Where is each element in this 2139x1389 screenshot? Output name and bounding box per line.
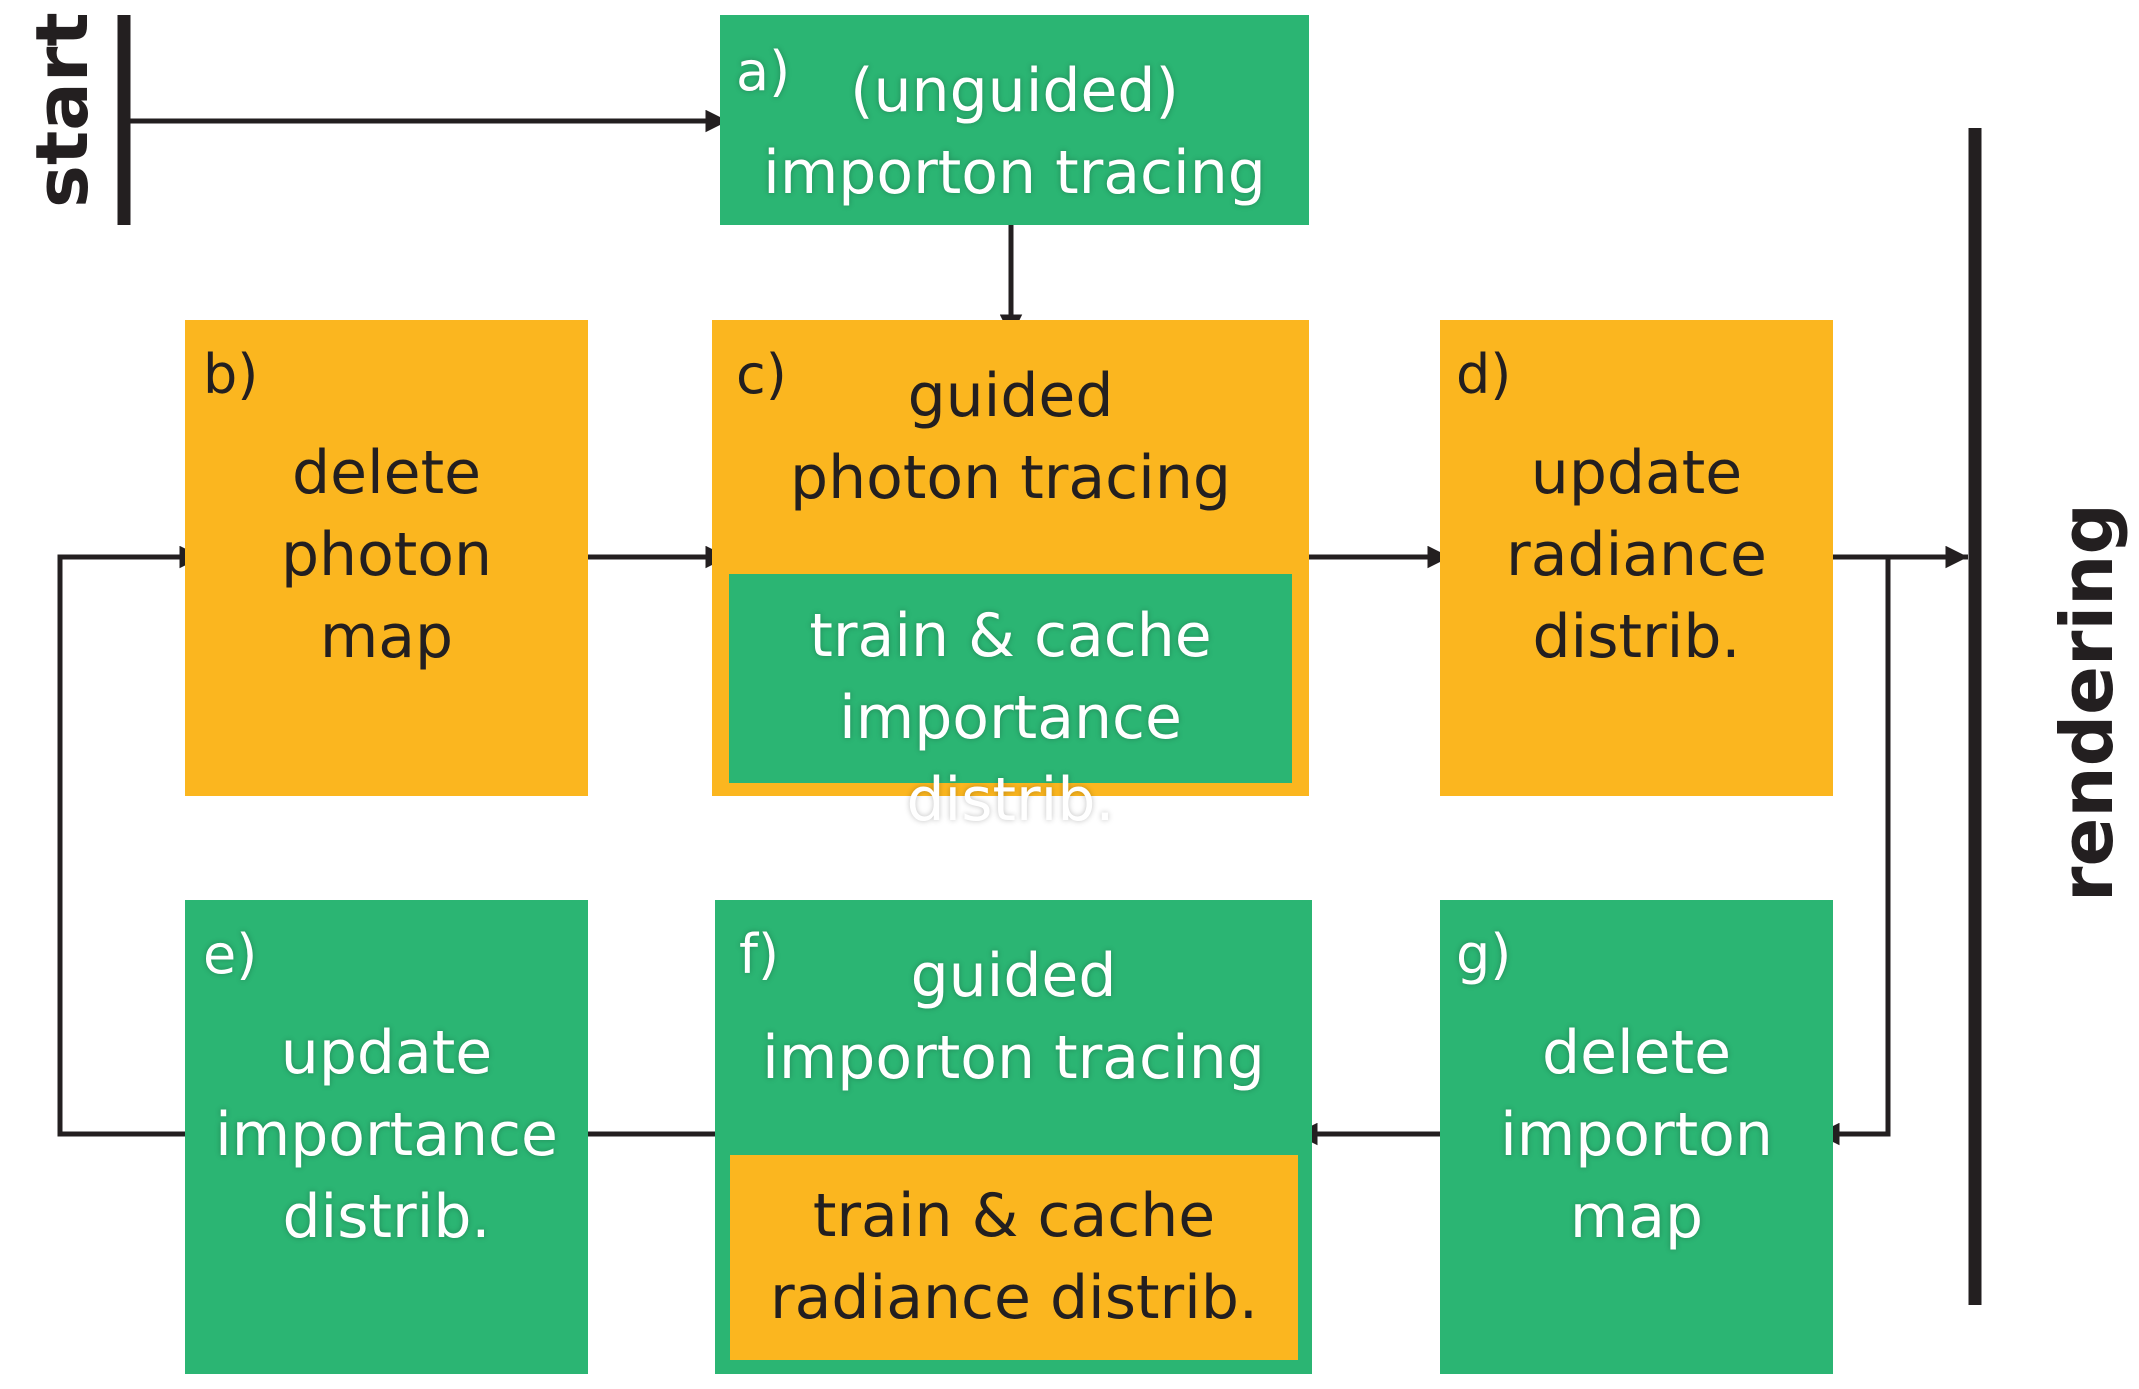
box-e-line-2: importance: [215, 1100, 558, 1170]
box-e-tag: e): [203, 923, 258, 986]
start-label: start: [20, 12, 104, 208]
box-c-inner-train-cache: train & cache importance distrib.: [729, 574, 1292, 835]
box-b-delete-photon-map: b) delete photon map: [185, 320, 588, 796]
box-f-line-1: guided: [910, 941, 1117, 1011]
box-d-line-3: distrib.: [1532, 602, 1741, 672]
box-a-unguided-importon-tracing: a) (unguided) importon tracing: [720, 15, 1309, 225]
box-f-text: guided importon tracing: [715, 935, 1312, 1099]
box-d-update-radiance-distrib: d) update radiance distrib.: [1440, 320, 1833, 796]
box-f-line-2: importon tracing: [762, 1023, 1265, 1093]
rendering-label: rendering: [2045, 503, 2129, 902]
box-c-guided-photon-tracing: c) guided photon tracing train & cache i…: [712, 320, 1309, 835]
box-c-line-2: photon tracing: [790, 443, 1231, 513]
box-c-tag: c): [736, 343, 787, 406]
box-e-update-importance-distrib: e) update importance distrib.: [185, 900, 588, 1374]
box-g-delete-importon-map: g) delete importon map: [1440, 900, 1833, 1374]
box-b-tag: b): [203, 343, 259, 406]
box-c-inner-line-2: importance distrib.: [839, 683, 1182, 835]
box-c-inner-text: train & cache importance distrib.: [729, 595, 1292, 841]
box-g-tag: g): [1456, 923, 1512, 986]
box-b-line-3: map: [319, 602, 454, 672]
box-f-guided-importon-tracing: f) guided importon tracing train & cache…: [715, 900, 1312, 1374]
box-g-line-2: importon: [1500, 1100, 1773, 1170]
box-f-tag: f): [739, 923, 780, 986]
box-b-text: delete photon map: [185, 432, 588, 678]
box-e-line-1: update: [280, 1018, 493, 1088]
box-a-text: (unguided) importon tracing: [720, 50, 1309, 214]
box-e-line-3: distrib.: [282, 1182, 491, 1252]
box-g-line-3: map: [1569, 1182, 1704, 1252]
box-c-line-1: guided: [907, 361, 1114, 431]
box-a-line-2: importon tracing: [763, 138, 1266, 208]
box-d-line-2: radiance: [1506, 520, 1767, 590]
box-g-text: delete importon map: [1440, 1012, 1833, 1258]
box-f-inner-line-2: radiance distrib.: [770, 1263, 1258, 1333]
arrow-d-to-g: [1817, 557, 1891, 1146]
arrow-e-to-b: [57, 545, 202, 1137]
box-a-line-1: (unguided): [850, 56, 1179, 126]
box-c-text: guided photon tracing: [712, 355, 1309, 519]
box-c-inner-line-1: train & cache: [809, 601, 1212, 671]
box-e-text: update importance distrib.: [185, 1012, 588, 1258]
box-f-inner-line-1: train & cache: [812, 1181, 1216, 1251]
box-d-line-1: update: [1530, 438, 1743, 508]
box-f-inner-text: train & cache radiance distrib.: [730, 1175, 1298, 1339]
box-g-line-1: delete: [1541, 1018, 1732, 1088]
box-b-line-2: photon: [280, 520, 493, 590]
box-f-inner-train-cache: train & cache radiance distrib.: [730, 1155, 1298, 1360]
box-a-tag: a): [736, 40, 791, 103]
box-d-text: update radiance distrib.: [1440, 432, 1833, 678]
box-b-line-1: delete: [291, 438, 482, 508]
box-d-tag: d): [1456, 343, 1512, 406]
